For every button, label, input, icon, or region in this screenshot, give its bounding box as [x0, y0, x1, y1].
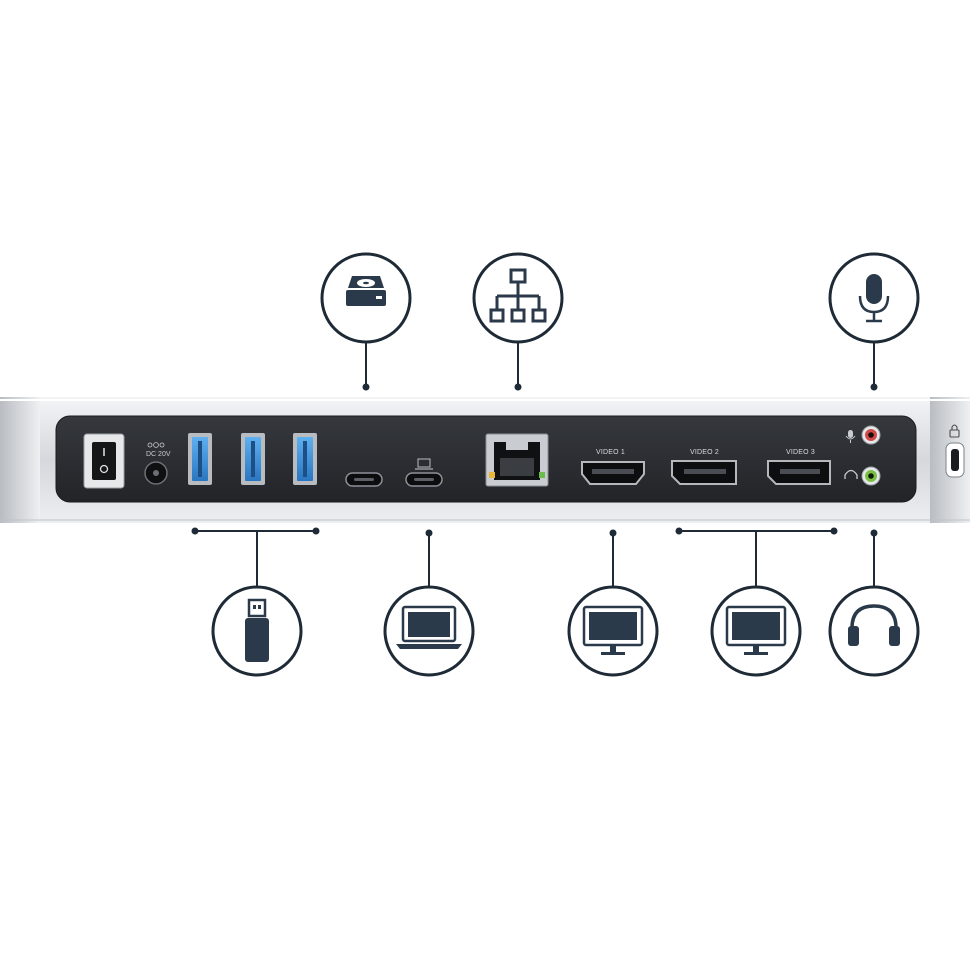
video-1-label: VIDEO 1: [596, 449, 625, 456]
network-callout: [472, 252, 564, 344]
usb-a-port-2: [241, 433, 265, 485]
hdmi-port-video-1: VIDEO 1: [581, 449, 645, 485]
monitor-icon: [725, 605, 787, 655]
ethernet-port: [485, 433, 549, 487]
video-2-label: VIDEO 2: [690, 449, 719, 456]
usb-c-port: [345, 472, 383, 487]
microphone-icon: [858, 274, 890, 323]
monitor-icon: [582, 605, 644, 655]
headphones-callout: [828, 585, 920, 677]
usb-a-port-3: [293, 433, 317, 485]
headphones-icon: [848, 604, 900, 646]
dc-power-port: DC 20V: [144, 442, 171, 485]
network-icon: [489, 268, 547, 323]
displayport-video-2: VIDEO 2: [671, 449, 737, 485]
laptop-small-icon: [417, 458, 431, 468]
lock-icon: [949, 424, 960, 438]
laptop-callout: [383, 585, 475, 677]
dc-label: DC 20V: [146, 451, 171, 458]
monitor-1-callout: [567, 585, 659, 677]
laptop-icon: [396, 605, 462, 649]
hard-drive-callout: [320, 252, 412, 344]
hard-drive-icon: [346, 276, 386, 306]
headphone-small-icon: [844, 469, 858, 479]
usb-flash-drive-icon: [245, 598, 269, 662]
usb-flash-drive-callout: [211, 585, 303, 677]
usb-c-host-port: [405, 458, 443, 487]
callout-lines: [191, 343, 878, 588]
usb-a-port-1: [188, 433, 212, 485]
displayport-video-3: VIDEO 3: [767, 449, 831, 485]
microphone-callout: [828, 252, 920, 344]
monitor-2-callout: [710, 585, 802, 677]
headphone-jack: [844, 466, 881, 486]
security-lock-slot: [945, 424, 965, 478]
video-3-label: VIDEO 3: [786, 449, 815, 456]
power-switch[interactable]: [83, 433, 125, 489]
mic-small-icon: [845, 430, 856, 443]
dc-polarity-icon: [147, 442, 153, 448]
microphone-jack: [845, 425, 881, 445]
